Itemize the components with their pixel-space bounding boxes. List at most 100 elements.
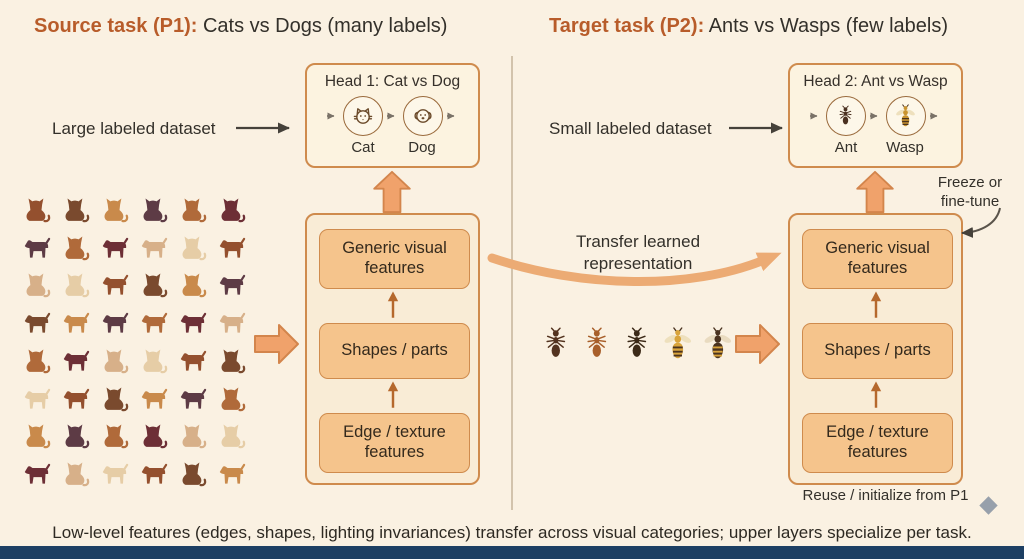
freeze-note-arrow (961, 207, 1001, 238)
cat-silhouette (99, 383, 129, 413)
transfer-label: Transfer learned representation (575, 232, 701, 274)
dog-label: Dog (408, 139, 436, 156)
cat-silhouette (60, 232, 90, 262)
up-arrow-icon (868, 380, 883, 411)
caption: Low-level features (edges, shapes, light… (52, 523, 972, 542)
target-layer-edge-texture: Edge / texture features (802, 413, 953, 473)
ant-silhouette (541, 327, 571, 362)
target-head-arrow (854, 170, 896, 213)
right-arrow-icon (869, 112, 877, 120)
source-class-row (307, 96, 478, 136)
cat-silhouette (138, 269, 168, 299)
target-class-row (790, 96, 961, 136)
cat-silhouette (177, 194, 207, 224)
source-input-arrow (254, 322, 300, 366)
source-head-arrow (371, 170, 413, 213)
dog-silhouette (21, 458, 51, 488)
panel-divider (511, 56, 513, 510)
bottom-bar (0, 546, 1024, 559)
dog-silhouette (60, 345, 90, 375)
source-layer-edge-texture: Edge / texture features (319, 413, 470, 473)
wasp-class-circle (885, 96, 926, 136)
dog-class-circle (402, 96, 443, 136)
cat-silhouette (216, 420, 246, 450)
ant-silhouette (622, 327, 652, 362)
reuse-note: Reuse / initialize from P1 (802, 487, 969, 504)
right-arrow-icon (386, 112, 394, 120)
target-head-box: Head 2: Ant vs Wasp Ant Wasp (788, 63, 963, 168)
cat-silhouette (99, 420, 129, 450)
dog-silhouette (216, 458, 246, 488)
dog-silhouette (138, 307, 168, 337)
dog-silhouette (177, 383, 207, 413)
cat-silhouette (60, 269, 90, 299)
cat-class-circle (342, 96, 383, 136)
target-layer-generic-features: Generic visual features (802, 229, 953, 289)
cat-silhouette (177, 458, 207, 488)
up-arrow-icon (868, 290, 883, 321)
source-dataset-arrow (236, 122, 290, 134)
dog-silhouette (60, 383, 90, 413)
bee-silhouette (703, 327, 733, 362)
target-title-rest: Ants vs Wasps (few labels) (704, 15, 949, 37)
source-title-strong: Source task (P1): (34, 15, 198, 37)
ant-silhouette (582, 327, 612, 362)
right-arrow-icon (929, 112, 937, 120)
right-arrow-icon (446, 112, 454, 120)
source-dataset-label: Large labeled dataset (52, 119, 216, 138)
source-layer-shapes-parts: Shapes / parts (319, 323, 470, 379)
cat-silhouette (138, 420, 168, 450)
dog-silhouette (216, 232, 246, 262)
cat-silhouette (60, 458, 90, 488)
target-class-labels: Ant Wasp (790, 139, 961, 156)
ant-label: Ant (834, 139, 858, 156)
dog-silhouette (99, 232, 129, 262)
cat-silhouette (216, 383, 246, 413)
dog-silhouette (21, 383, 51, 413)
insect-row (541, 321, 733, 367)
dog-silhouette (99, 269, 129, 299)
transfer-arrow (487, 252, 782, 287)
dog-silhouette (21, 307, 51, 337)
cat-silhouette (177, 420, 207, 450)
target-feature-stack: Generic visual features Shapes / parts E… (788, 213, 963, 485)
source-layer-generic-features: Generic visual features (319, 229, 470, 289)
cat-label: Cat (351, 139, 375, 156)
up-arrow-icon (385, 290, 400, 321)
dog-silhouette (138, 383, 168, 413)
dog-silhouette (21, 232, 51, 262)
target-dataset-arrow (729, 122, 783, 134)
freeze-note: Freeze or fine-tune (937, 174, 1003, 210)
wasp-icon (895, 104, 916, 129)
animal-grid (16, 190, 250, 492)
cat-silhouette (21, 194, 51, 224)
dog-silhouette (99, 458, 129, 488)
cat-silhouette (21, 269, 51, 299)
ant-icon (836, 105, 855, 128)
up-arrow-icon (385, 380, 400, 411)
target-head-title: Head 2: Ant vs Wasp (803, 73, 948, 90)
cat-silhouette (60, 420, 90, 450)
dog-silhouette (99, 307, 129, 337)
source-head-title: Head 1: Cat vs Dog (324, 73, 461, 90)
cat-silhouette (21, 345, 51, 375)
cat-icon (353, 108, 372, 124)
target-title-strong: Target task (P2): (549, 15, 705, 37)
cat-silhouette (138, 194, 168, 224)
cat-silhouette (177, 269, 207, 299)
dog-silhouette (177, 345, 207, 375)
dog-silhouette (216, 307, 246, 337)
target-layer-shapes-parts: Shapes / parts (802, 323, 953, 379)
right-arrow-icon (809, 112, 817, 120)
target-title: Target task (P2): Ants vs Wasps (few lab… (549, 15, 948, 38)
cat-silhouette (60, 194, 90, 224)
right-arrow-icon (326, 112, 334, 120)
cat-silhouette (216, 345, 246, 375)
ant-class-circle (825, 96, 866, 136)
cat-silhouette (99, 194, 129, 224)
target-input-arrow (735, 322, 781, 366)
target-dataset-label: Small labeled dataset (549, 119, 712, 138)
dog-silhouette (177, 307, 207, 337)
cat-silhouette (138, 345, 168, 375)
